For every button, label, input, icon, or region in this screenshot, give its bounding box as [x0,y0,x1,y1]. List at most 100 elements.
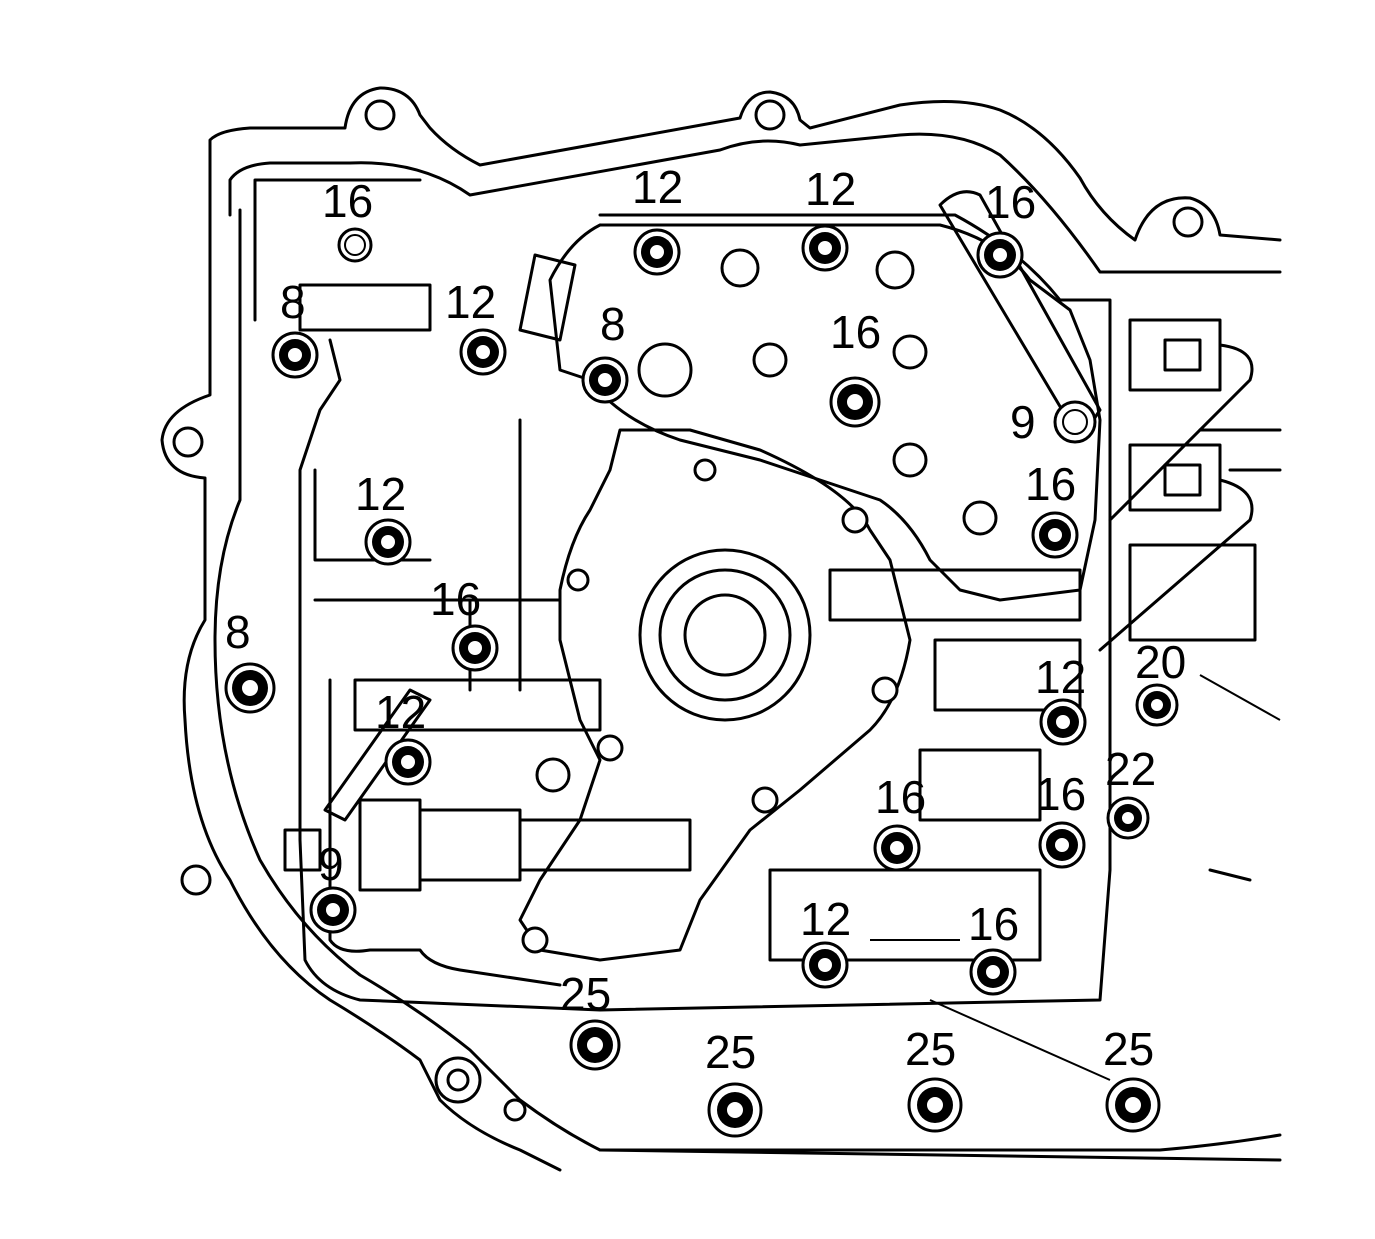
pump-hole-g [566,568,590,592]
callout-label: 8 [600,298,626,350]
callout-label: 25 [560,968,611,1020]
pressure-switch [1128,543,1257,642]
callout-label: 12 [445,276,496,328]
plate-hole-1 [720,248,760,288]
spool-valve-center [918,748,1042,822]
ear-hole-top-left [364,99,396,131]
bolt-icon [1039,698,1087,746]
callout-label: 8 [225,606,251,658]
pump-bore-ring [658,568,792,702]
bolt-icon [459,328,507,376]
callout-label: 25 [905,1023,956,1075]
pump-hole-b [871,676,899,704]
case-bottom-edge [598,1133,1282,1152]
callout-label: 20 [1135,636,1186,688]
bolt-icon [224,662,276,714]
bolt-icon [384,738,432,786]
bolt-icon [581,356,629,404]
bolt-icon [569,1019,621,1071]
callout-label: 12 [800,893,851,945]
bolt-icon [1031,511,1079,559]
callout-label: 16 [1035,768,1086,820]
plate-hole-8 [535,757,571,793]
callout-labels: 16 12 12 16 8 12 8 16 9 16 12 16 8 12 12… [225,161,1186,1078]
bolt-icon [1135,683,1179,727]
bolt-icon [829,376,881,428]
plate-hole-2 [875,250,915,290]
pump-hole-e [521,926,549,954]
ear-hole-bottom [503,1098,527,1122]
bolt-icon [969,948,1017,996]
pump-hole-c [596,734,624,762]
callout-label: 12 [355,468,406,520]
ear-hole-left [172,426,204,458]
ear-hole-top-middle [754,99,786,131]
callout-label: 9 [318,838,344,890]
case-outline [208,86,1282,242]
bolt-group [224,224,1179,1138]
ear-hole-lower-left [180,864,212,896]
pump-hole-d [751,786,779,814]
callout-label: 16 [322,175,373,227]
callout-label: 12 [632,161,683,213]
bolt-icon [976,231,1024,279]
connector-top-left [518,253,577,342]
bolt-icon [907,1077,963,1133]
callout-label: 12 [375,686,426,738]
bolt-icon [873,824,921,872]
case-right-bottom [1198,428,1282,882]
bolt-icon [801,224,849,272]
callout-label: 25 [705,1026,756,1078]
case-left-wall [160,208,562,1172]
case-outline-inner [228,132,1282,274]
bolt-icon [633,228,681,276]
case-left-wall-inner [213,208,1282,1162]
pump-housing [518,428,912,962]
bolt-icon [271,331,319,379]
plate-hole-5 [892,334,928,370]
leader-line-20 [1199,674,1281,721]
callout-label: 22 [1105,743,1156,795]
callout-label: 16 [430,573,481,625]
ear-hole-top-right [1172,206,1204,238]
spool-valve-left [353,678,602,732]
callout-label: 16 [830,306,881,358]
callout-label: 16 [875,771,926,823]
bolt-icon [451,624,499,672]
harness-left [298,283,432,332]
bolt-icon [1105,1077,1161,1133]
bolt-icon [1038,821,1086,869]
solenoid-wires [1098,343,1254,652]
pump-hole-f [693,458,717,482]
plate-hole-7 [962,500,998,536]
pump-bore [683,593,767,677]
spool-valve-right-mid [828,568,1082,622]
leader-line-25 [929,999,1111,1081]
pump-bore-outer [638,548,812,722]
connector-left [283,828,322,872]
bolt-icon [1106,796,1150,840]
pump-hole-a [841,506,869,534]
bolt-icon [1053,400,1097,444]
bolt-icon [801,941,849,989]
plate-hole-6 [892,442,928,478]
bolt-icon [707,1082,763,1138]
solenoid-upper [1128,318,1222,392]
ear-hole-bottom-left-inner [446,1068,470,1092]
spool-valve-lower-right [768,868,1042,962]
plate-hole-4 [752,342,788,378]
harness-diag [323,688,432,822]
detent-spring [938,190,1102,442]
callout-label: 25 [1103,1023,1154,1075]
callout-label: 16 [968,898,1019,950]
callout-label: 9 [1010,396,1036,448]
callout-label: 16 [985,176,1036,228]
bolt-icon [309,886,357,934]
bolt-icon [364,518,412,566]
callout-label: 12 [1035,651,1086,703]
callout-label: 16 [1025,458,1076,510]
callout-label: 8 [280,276,306,328]
plate-hole-3 [637,342,693,398]
